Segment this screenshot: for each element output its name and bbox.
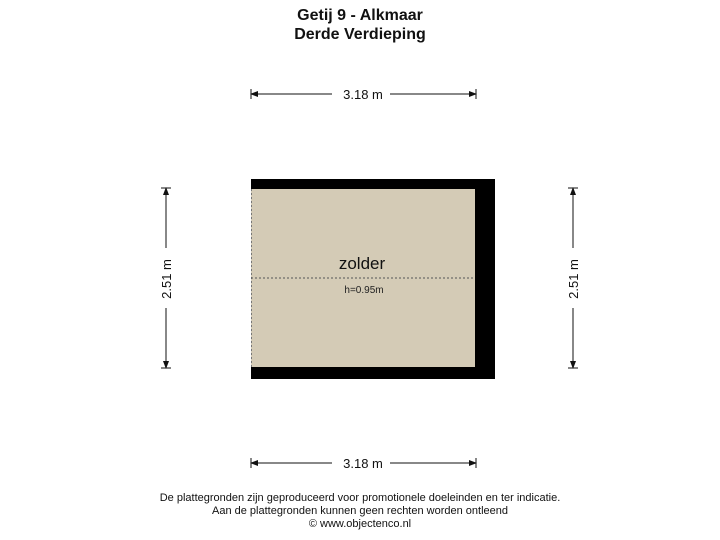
room-label: zolder [339,254,386,273]
wall-right [475,179,495,379]
dimension-right: 2.51 m [566,187,581,369]
plan-title: Getij 9 - Alkmaar [297,7,423,24]
room-zolder: zolder h=0.95m [251,179,495,379]
dimension-bottom-label: 3.18 m [343,456,383,471]
wall-bottom [251,367,495,379]
dimension-left-label: 2.51 m [159,259,174,299]
wall-top [251,179,495,189]
dimension-top: 3.18 m [250,87,477,102]
disclaimer-line-1: De plattegronden zijn geproduceerd voor … [159,492,561,504]
plan-subtitle: Derde Verdieping [294,26,426,43]
dimension-right-label: 2.51 m [566,259,581,299]
dimension-bottom: 3.18 m [250,456,477,471]
ceiling-height-label: h=0.95m [344,285,383,296]
dimension-top-label: 3.18 m [343,87,383,102]
dimension-left: 2.51 m [159,187,174,369]
copyright-line: © www.objectenco.nl [308,518,412,530]
disclaimer-line-2: Aan de plattegronden kunnen geen rechten… [211,505,508,517]
